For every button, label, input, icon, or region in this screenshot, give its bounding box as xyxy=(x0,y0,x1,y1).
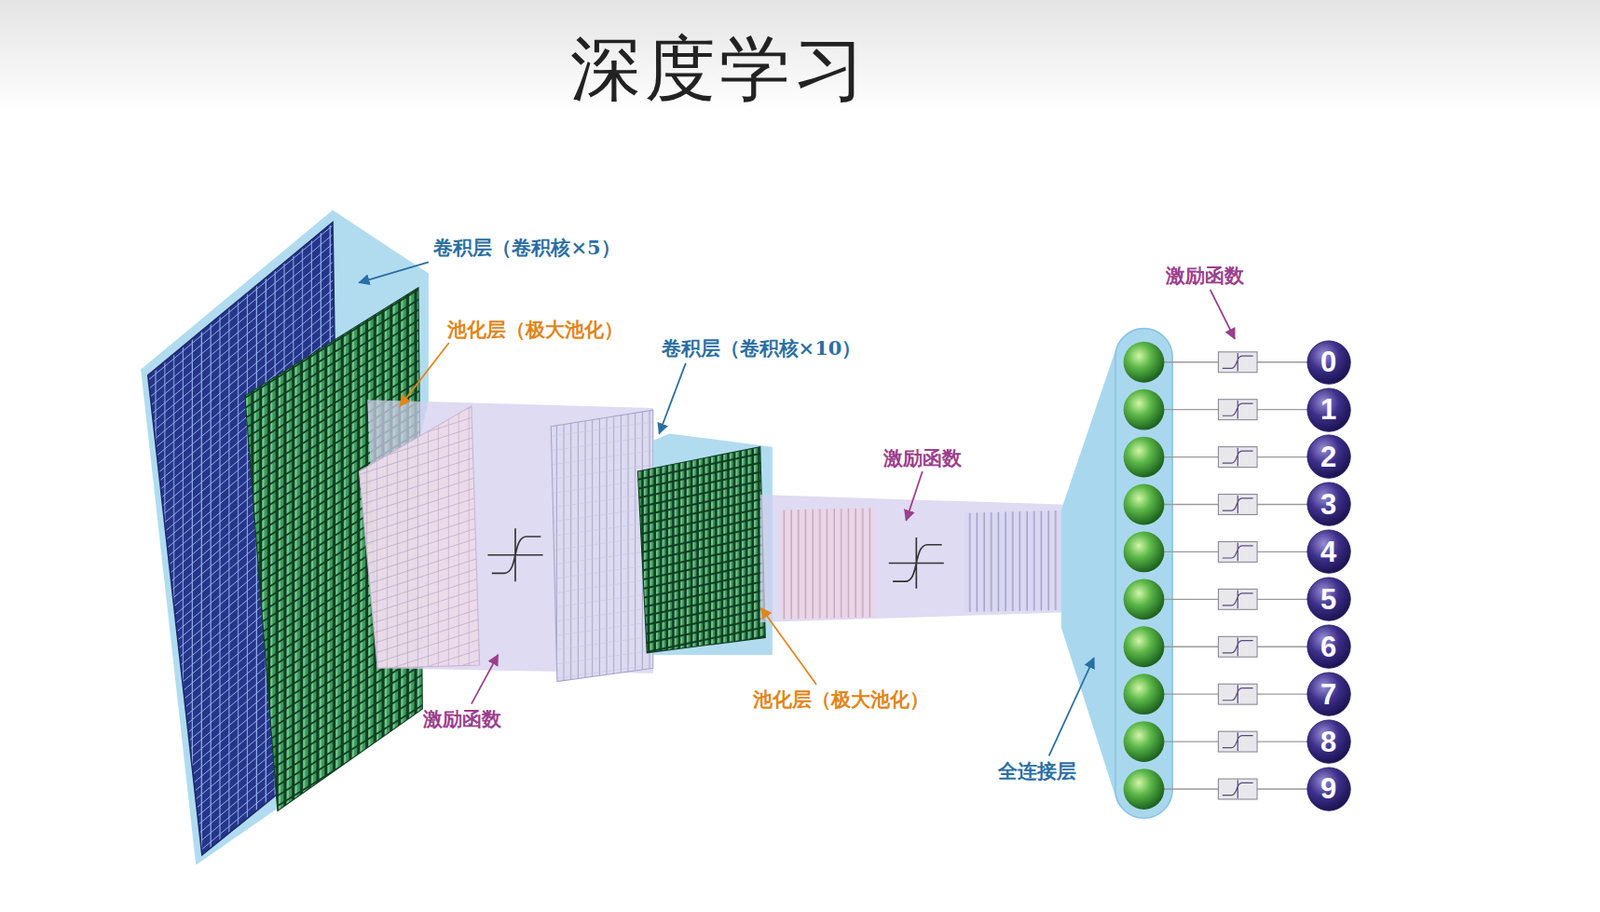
leader-lines xyxy=(358,261,1235,756)
digit-text: 3 xyxy=(1320,490,1337,520)
digit-circle-shape xyxy=(1307,577,1351,621)
activation-tube xyxy=(760,494,1077,623)
layer-label: 全连接层 xyxy=(998,760,1077,782)
feature-fins xyxy=(964,510,1072,614)
fc-funnel xyxy=(1061,341,1119,807)
output-digit: 4 xyxy=(1306,529,1352,575)
digit-text: 5 xyxy=(1320,585,1337,615)
function-label: 激励函数 xyxy=(883,447,962,469)
feature-plane xyxy=(358,406,479,669)
output-digit: 5 xyxy=(1306,576,1352,622)
output-digit: 9 xyxy=(1306,766,1352,812)
digit-circle-shape xyxy=(1307,767,1351,811)
digit-text: 1 xyxy=(1320,395,1337,424)
digit-circle-shape xyxy=(1307,388,1351,432)
digit-circle-shape xyxy=(1307,720,1351,764)
digit-text: 2 xyxy=(1320,442,1337,472)
sigmoid-symbol xyxy=(487,528,543,582)
pool-grid xyxy=(637,447,766,654)
feature-fins xyxy=(780,507,876,619)
fc-rows xyxy=(1123,341,1309,810)
digit-text: 4 xyxy=(1320,537,1337,567)
output-digit: 7 xyxy=(1306,671,1352,717)
layer-label: 卷积层（卷积核×5） xyxy=(433,236,620,259)
function-label: 激励函数 xyxy=(1165,264,1245,287)
sigmoid-symbol xyxy=(888,537,944,589)
digit-circle-shape xyxy=(1307,341,1351,384)
output-digit: 6 xyxy=(1306,624,1352,670)
layer-label: 池化层（极大池化） xyxy=(752,688,930,711)
digit-text: 7 xyxy=(1320,680,1337,710)
digit-text: 0 xyxy=(1320,347,1337,377)
digit-circle-shape xyxy=(1307,672,1351,716)
output-digit: 0 xyxy=(1306,340,1352,385)
output-digit: 3 xyxy=(1306,481,1352,527)
function-label: 激励函数 xyxy=(423,708,502,730)
digit-text: 8 xyxy=(1320,727,1337,757)
digit-circle-shape xyxy=(1307,435,1351,479)
layer-label: 卷积层（卷积核×10） xyxy=(661,337,862,359)
digit-circle-shape xyxy=(1307,482,1351,526)
output-digit: 1 xyxy=(1306,387,1352,433)
page-title: 深度学习 xyxy=(0,22,1439,119)
layer-label: 池化层（极大池化） xyxy=(447,318,624,341)
digit-text: 9 xyxy=(1320,774,1337,804)
digit-circle-shape xyxy=(1307,530,1351,574)
feature-plane xyxy=(550,410,654,682)
digit-text: 6 xyxy=(1320,632,1337,662)
output-digit: 8 xyxy=(1306,719,1352,765)
output-digit: 2 xyxy=(1306,434,1352,479)
digit-circle-shape xyxy=(1307,625,1351,669)
